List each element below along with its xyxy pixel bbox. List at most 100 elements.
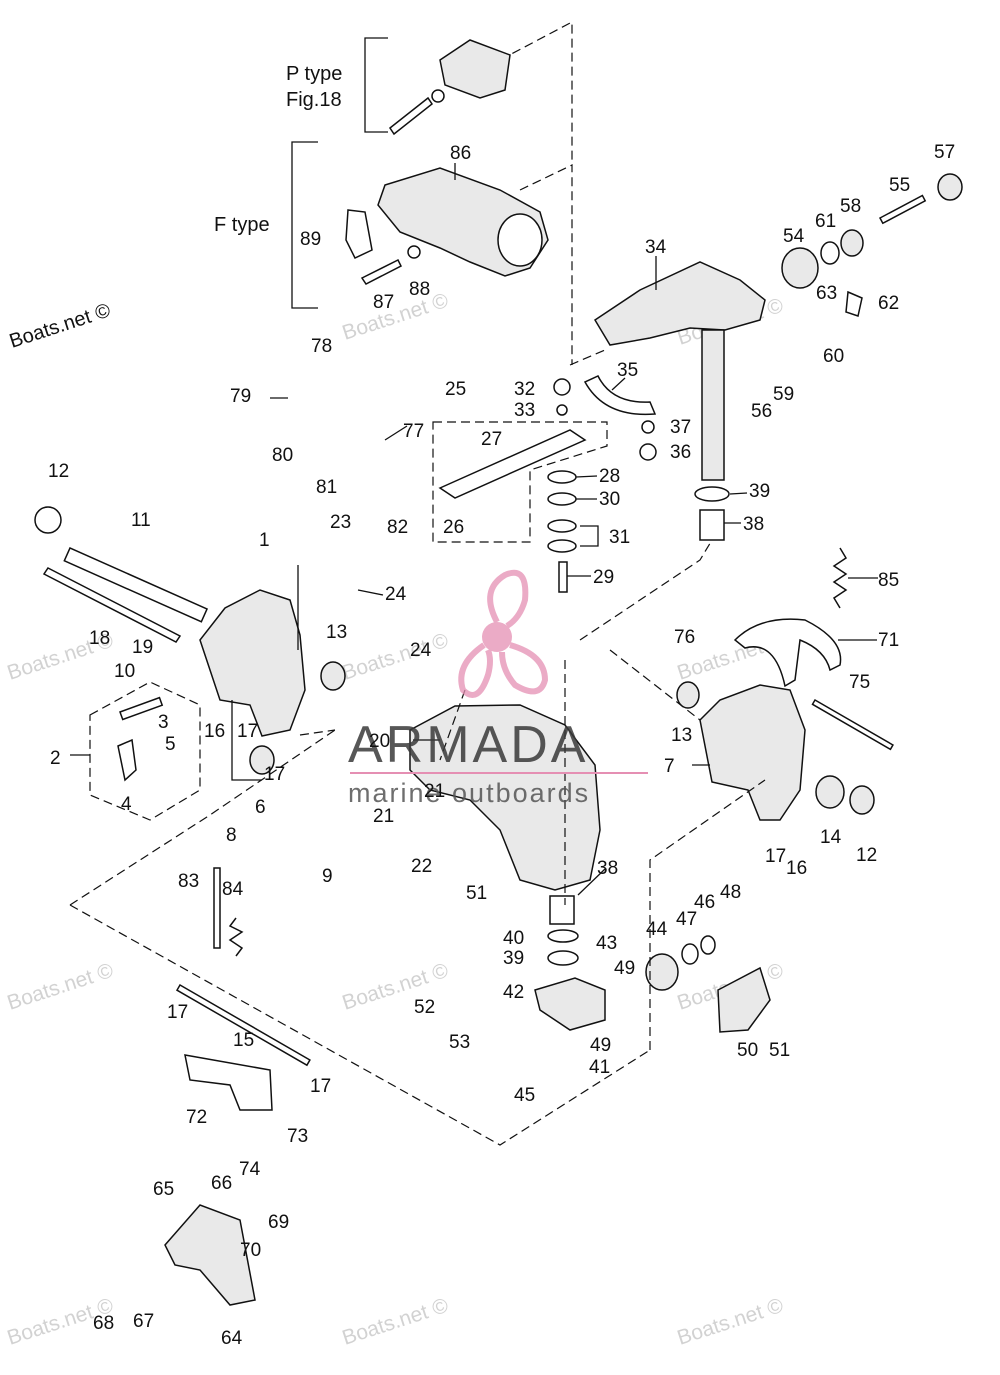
watermark: Boats.net © [674, 1294, 786, 1350]
washer-39 [694, 486, 730, 502]
bolt [360, 258, 403, 285]
callout-61: 61 [815, 211, 836, 232]
callout-19: 19 [132, 637, 153, 658]
callout-86: 86 [450, 143, 471, 164]
callout-34: 34 [645, 237, 667, 258]
pin-3 [119, 696, 164, 721]
callout-51b: 51 [466, 883, 487, 904]
watermark: Boats.net © [339, 289, 451, 345]
callout-16a: 16 [204, 721, 225, 742]
block-42 [534, 977, 606, 1031]
callout-21a: 21 [424, 781, 445, 802]
bolt [388, 96, 434, 136]
callout-7: 7 [664, 756, 675, 777]
watermark: Boats.net © [339, 1294, 451, 1350]
cap-57 [937, 173, 963, 201]
bushing-13-right [676, 681, 700, 709]
callout-84: 84 [222, 879, 244, 900]
swivel-bracket-20 [409, 704, 601, 891]
callout-39a: 39 [749, 481, 770, 502]
rod-75 [811, 698, 894, 751]
washer-40 [547, 929, 579, 943]
callout-55: 55 [889, 175, 910, 196]
clip-62 [845, 290, 863, 317]
callout-89: 89 [300, 229, 321, 250]
callout-22: 22 [411, 856, 432, 877]
washer-61 [820, 241, 840, 265]
callout-30: 30 [599, 489, 620, 510]
callout-69: 69 [268, 1212, 289, 1233]
washer-39-lower [547, 950, 579, 966]
callout-82: 82 [387, 517, 408, 538]
callout-62: 62 [878, 293, 899, 314]
callout-39b: 39 [503, 948, 524, 969]
nut-12 [34, 506, 62, 534]
callout-32: 32 [514, 379, 535, 400]
bushing-38-lower [549, 895, 575, 925]
callout-layer: 1 2 3 4 5 6 7 8 9 10 11 12 12 13 13 14 1… [48, 142, 955, 1349]
bushing-6 [249, 745, 275, 775]
assembly-guides [69, 349, 766, 1146]
callout-79: 79 [230, 386, 251, 407]
washer-28 [547, 470, 577, 484]
plate-26 [438, 429, 587, 499]
group-25-frame [432, 421, 608, 543]
bushing-13 [320, 661, 346, 691]
callout-64: 64 [221, 1328, 243, 1349]
callout-13a: 13 [326, 622, 347, 643]
bushing-38 [699, 509, 725, 541]
washer-31b [547, 539, 577, 553]
clamp-bracket-7 [699, 684, 806, 821]
callout-59: 59 [773, 384, 794, 405]
p-type-fig-label: Fig.18 [286, 89, 342, 111]
callout-63: 63 [816, 283, 837, 304]
callout-81: 81 [316, 477, 337, 498]
brand-tagline: marine outboards [348, 778, 590, 808]
callout-28: 28 [599, 466, 620, 487]
callout-17c: 17 [167, 1002, 188, 1023]
callout-16b: 16 [786, 858, 807, 879]
callout-68: 68 [93, 1313, 114, 1334]
steering-shaft [701, 329, 725, 481]
callout-51a: 51 [769, 1040, 790, 1061]
callout-6: 6 [255, 797, 266, 818]
watermark: Boats.net © [339, 629, 451, 685]
frame-72 [184, 1054, 273, 1111]
lever-4 [117, 738, 137, 782]
callout-43: 43 [596, 933, 617, 954]
callout-13b: 13 [671, 725, 692, 746]
callout-52: 52 [414, 997, 435, 1018]
callout-35: 35 [617, 360, 638, 381]
stud-29 [558, 561, 568, 593]
washer [407, 245, 421, 259]
washer [431, 89, 445, 103]
callout-4: 4 [121, 794, 132, 815]
propeller-icon [458, 569, 549, 698]
callout-5: 5 [165, 734, 176, 755]
leader-lines [70, 163, 878, 896]
callout-42: 42 [503, 982, 524, 1003]
callout-17b: 17 [765, 846, 786, 867]
callout-80: 80 [272, 445, 293, 466]
watermark: Boats.net © [4, 959, 116, 1015]
callout-88: 88 [409, 279, 430, 300]
callout-25: 25 [445, 379, 466, 400]
washer-33 [556, 404, 568, 416]
callout-48: 48 [720, 882, 741, 903]
callout-70: 70 [240, 1240, 261, 1261]
callout-50: 50 [737, 1040, 758, 1061]
callout-78: 78 [311, 336, 332, 357]
p-type-label: P type [286, 63, 342, 85]
callout-23: 23 [330, 512, 351, 533]
rod-83 [213, 867, 221, 949]
callout-53: 53 [449, 1032, 470, 1053]
copyright-text: Boats.net © [7, 299, 114, 352]
callout-47: 47 [676, 909, 697, 930]
callout-38a: 38 [743, 514, 764, 535]
callout-12b: 12 [856, 845, 877, 866]
clamp-bracket-1 [199, 589, 306, 737]
callout-74: 74 [239, 1159, 261, 1180]
callout-27: 27 [481, 429, 502, 450]
washer-37 [641, 420, 655, 434]
handle-71 [733, 618, 842, 688]
